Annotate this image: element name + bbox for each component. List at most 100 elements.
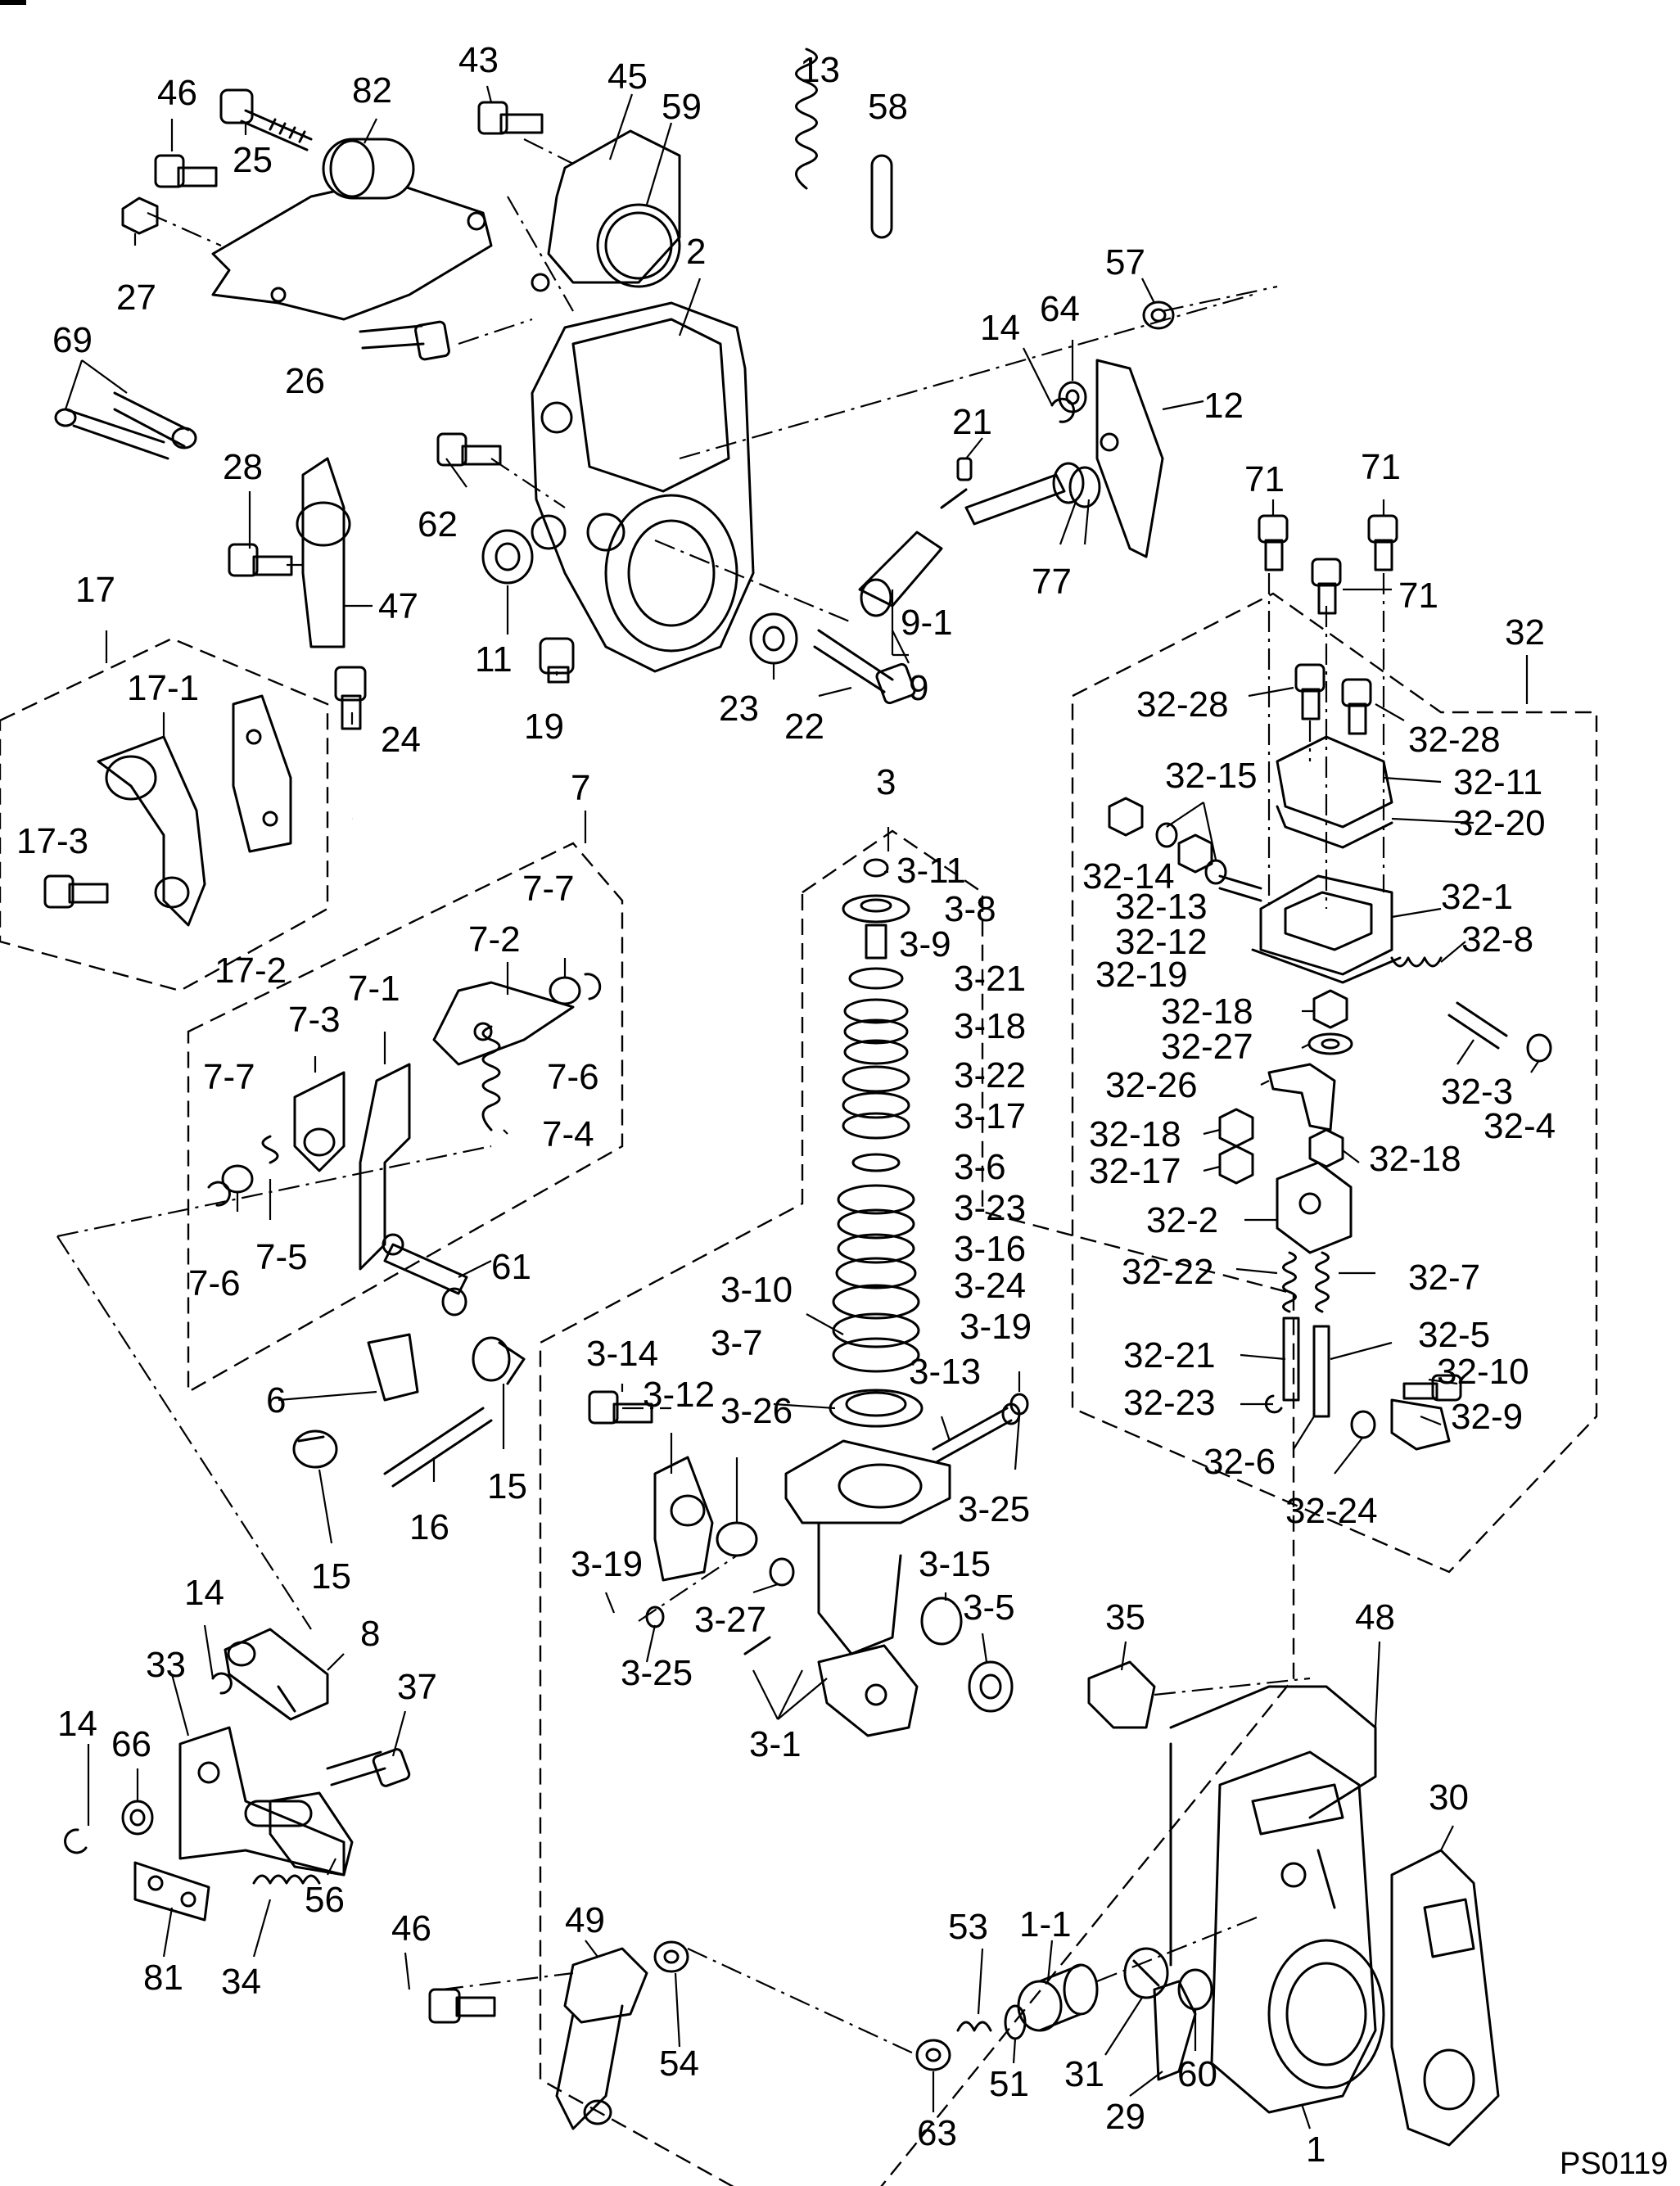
- callout-25: 25: [233, 140, 273, 180]
- part-8-lever: [224, 1628, 329, 1721]
- bushing-15b: [292, 1429, 338, 1469]
- bolt-28: [228, 543, 293, 577]
- callout-7-7-left: 7-7: [203, 1057, 255, 1097]
- part-9-shaft: [858, 473, 1066, 617]
- bolt-71b: [1367, 514, 1398, 571]
- bolt-32-28b: [1341, 678, 1372, 735]
- part-48-gasket: [1169, 1685, 1377, 1967]
- part-12-plate: [1095, 359, 1164, 558]
- callout-64: 64: [1040, 289, 1080, 329]
- spring-7-5: [261, 1135, 279, 1164]
- pin-32-5: [1312, 1325, 1330, 1418]
- bushing-11: [481, 529, 534, 585]
- pin-16: [383, 1407, 493, 1488]
- part-6-plate: [367, 1333, 419, 1402]
- callout-3-5: 3-5: [963, 1588, 1015, 1628]
- bolt-43: [477, 101, 544, 135]
- callout-3-25-right: 3-25: [958, 1489, 1030, 1529]
- callout-32-13: 32-13: [1115, 887, 1208, 927]
- callout-32-28-left: 32-28: [1136, 684, 1229, 725]
- callout-21: 21: [952, 402, 992, 442]
- callout-15-left: 15: [311, 1556, 351, 1597]
- group-3-outline: [539, 829, 1295, 2186]
- callout-32-10: 32-10: [1437, 1352, 1529, 1392]
- pin-21: [940, 457, 973, 509]
- callout-labels: 46 25 82 43 45 59 13 58 27 2 57 64 14 12…: [16, 40, 1556, 2170]
- part-30-gasket: [1390, 1849, 1500, 2147]
- bolt-17-3: [43, 874, 109, 909]
- callout-32-28-right: 32-28: [1408, 720, 1501, 760]
- part-32-11-cover: [1276, 735, 1393, 849]
- callout-45: 45: [607, 56, 648, 97]
- bolt-71c: [1311, 558, 1342, 615]
- callout-59: 59: [662, 87, 702, 127]
- callout-32-1: 32-1: [1441, 877, 1513, 917]
- part-32-15-washers: [1155, 822, 1227, 885]
- callout-61: 61: [491, 1247, 531, 1287]
- callout-54: 54: [659, 2044, 699, 2084]
- washers-77: [1052, 462, 1101, 508]
- callout-8: 8: [360, 1614, 380, 1654]
- callout-14-mid: 14: [184, 1573, 224, 1613]
- clip-14a: [1050, 397, 1076, 423]
- callout-3-9: 3-9: [899, 924, 951, 964]
- callout-7-5: 7-5: [255, 1237, 308, 1277]
- callout-32-21: 32-21: [1123, 1335, 1216, 1375]
- callout-32-24: 32-24: [1285, 1491, 1378, 1531]
- callout-47: 47: [378, 586, 418, 626]
- callout-60: 60: [1177, 2054, 1217, 2094]
- part-81-plate: [133, 1861, 210, 1922]
- callout-27: 27: [116, 278, 156, 318]
- callout-56: 56: [305, 1880, 345, 1920]
- part-17-1-lever: [97, 735, 206, 927]
- clip-14c: [64, 1828, 88, 1854]
- bolt-25: [219, 88, 313, 151]
- part-2-governor-housing: [531, 301, 755, 673]
- callout-3-11: 3-11: [896, 851, 966, 891]
- callout-7-6-left: 7-6: [188, 1263, 241, 1303]
- callout-3-21: 3-21: [954, 959, 1026, 999]
- callout-32-27: 32-27: [1161, 1027, 1253, 1067]
- callout-48: 48: [1355, 1597, 1395, 1637]
- callout-3-19-left: 3-19: [571, 1544, 643, 1584]
- part-33-plate: [178, 1726, 345, 1877]
- corner-mark: [0, 0, 26, 5]
- callout-32-22: 32-22: [1122, 1252, 1214, 1292]
- callout-28: 28: [223, 447, 263, 487]
- callout-22: 22: [784, 707, 824, 747]
- callout-3-7: 3-7: [711, 1323, 763, 1363]
- part-17-2-plate: [232, 694, 292, 853]
- callout-3-8: 3-8: [944, 889, 996, 929]
- callout-32-14: 32-14: [1082, 856, 1175, 897]
- part-3-15-ring: [920, 1597, 963, 1646]
- callout-7-6-top: 7-6: [547, 1057, 599, 1097]
- bushing-15a: [472, 1336, 526, 1385]
- callout-3-12: 3-12: [643, 1375, 715, 1415]
- callout-32-8: 32-8: [1461, 919, 1533, 960]
- bolt-71a: [1258, 514, 1289, 571]
- callout-3-22: 3-22: [954, 1055, 1026, 1095]
- part-3-5-bushing: [968, 1660, 1014, 1713]
- part-32-19-gasket: [1251, 948, 1402, 984]
- callout-7-3: 7-3: [288, 1000, 341, 1040]
- callout-32-12: 32-12: [1115, 922, 1208, 962]
- plug-19: [539, 637, 575, 684]
- callout-17-3: 17-3: [16, 821, 88, 861]
- nut-32-18c: [1308, 1128, 1344, 1168]
- part-3-9-screw: [865, 924, 887, 960]
- part-7-1-lever: [359, 1063, 411, 1271]
- callout-7-4: 7-4: [542, 1114, 594, 1154]
- callout-32-5: 32-5: [1418, 1315, 1490, 1355]
- callout-51: 51: [989, 2064, 1029, 2104]
- callout-3-16: 3-16: [954, 1229, 1026, 1269]
- part-31-plug: [1123, 1947, 1169, 1999]
- callout-2: 2: [686, 232, 706, 272]
- part-1-pump-body: [1210, 1750, 1385, 2114]
- bolt-24: [334, 666, 367, 730]
- part-32-12-screw: [1218, 874, 1262, 902]
- callout-17-2: 17-2: [215, 951, 287, 991]
- washer-54: [653, 1940, 689, 1973]
- part-3-12-bracket: [653, 1456, 714, 1582]
- callout-3-6: 3-6: [954, 1147, 1006, 1187]
- part-32-13-nut: [1177, 833, 1213, 874]
